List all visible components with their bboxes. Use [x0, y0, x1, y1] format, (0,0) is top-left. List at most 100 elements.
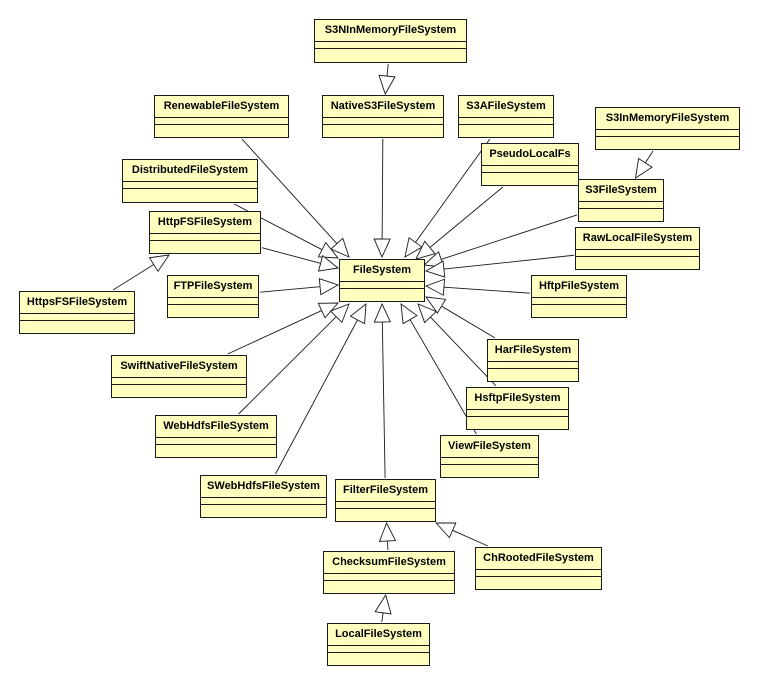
edge-line — [440, 214, 578, 260]
operations-compartment — [323, 125, 443, 131]
operations-compartment — [579, 209, 663, 215]
operations-compartment — [532, 305, 626, 311]
generalization-view-file-system-to-file-system — [400, 303, 477, 435]
attributes-compartment — [112, 378, 246, 385]
operations-compartment — [482, 173, 578, 179]
class-s3-file-system[interactable]: S3FileSystem — [578, 179, 664, 222]
operations-compartment — [201, 505, 326, 511]
class-name: S3FileSystem — [579, 180, 663, 202]
class-name: PseudoLocalFs — [482, 144, 578, 166]
attributes-compartment — [467, 410, 568, 417]
attributes-compartment — [315, 42, 466, 49]
generalization-ftp-file-system-to-file-system — [259, 278, 340, 296]
class-name: WebHdfsFileSystem — [156, 416, 276, 438]
edge-line — [443, 286, 531, 294]
attributes-compartment — [459, 118, 553, 125]
attributes-compartment — [488, 362, 578, 369]
class-name: HttpsFSFileSystem — [20, 292, 134, 314]
class-name: RenewableFileSystem — [155, 96, 288, 118]
class-ftp-file-system[interactable]: FTPFileSystem — [167, 275, 259, 318]
generalization-hftp-file-system-to-file-system — [424, 278, 531, 296]
edge-line — [381, 321, 386, 479]
class-s3-n-in-memory-file-system[interactable]: S3NInMemoryFileSystem — [314, 19, 467, 63]
class-swift-native-file-system[interactable]: SwiftNativeFileSystem — [111, 355, 247, 398]
operations-compartment — [488, 369, 578, 375]
generalization-checksum-file-system-to-filter-file-system — [378, 521, 397, 551]
class-s3-in-memory-file-system[interactable]: S3InMemoryFileSystem — [595, 107, 740, 150]
edge-line — [381, 138, 384, 240]
inheritance-arrowhead-icon — [378, 74, 396, 96]
class-distributed-file-system[interactable]: DistributedFileSystem — [122, 159, 258, 203]
generalization-s3-a-file-system-to-file-system — [404, 138, 491, 258]
class-har-file-system[interactable]: HarFileSystem — [487, 339, 579, 382]
class-s-web-hdfs-file-system[interactable]: SWebHdfsFileSystem — [200, 475, 327, 518]
attributes-compartment — [156, 438, 276, 445]
operations-compartment — [328, 653, 429, 659]
attributes-compartment — [150, 234, 260, 241]
class-name: FileSystem — [340, 260, 424, 282]
class-name: FilterFileSystem — [336, 480, 435, 502]
edge-line — [227, 310, 322, 355]
operations-compartment — [315, 49, 466, 55]
attributes-compartment — [532, 298, 626, 305]
inheritance-arrowhead-icon — [417, 303, 438, 324]
generalization-native-s3-file-system-to-file-system — [373, 138, 391, 259]
operations-compartment — [168, 305, 258, 311]
class-name: S3NInMemoryFileSystem — [315, 20, 466, 42]
class-name: HftpFileSystem — [532, 276, 626, 298]
class-name: ViewFileSystem — [441, 436, 538, 458]
operations-compartment — [156, 445, 276, 451]
edge-line — [381, 612, 384, 623]
class-http-fs-file-system[interactable]: HttpFSFileSystem — [149, 211, 261, 254]
generalization-pseudo-local-fs-to-file-system — [415, 186, 504, 260]
inheritance-arrowhead-icon — [329, 303, 350, 324]
class-hftp-file-system[interactable]: HftpFileSystem — [531, 275, 627, 318]
attributes-compartment — [324, 574, 454, 581]
class-native-s3-file-system[interactable]: NativeS3FileSystem — [322, 95, 444, 138]
class-checksum-file-system[interactable]: ChecksumFileSystem — [323, 551, 455, 594]
class-name: LocalFileSystem — [328, 624, 429, 646]
inheritance-arrowhead-icon — [424, 278, 446, 296]
generalization-hsftp-file-system-to-file-system — [417, 303, 497, 387]
attributes-compartment — [576, 250, 699, 257]
operations-compartment — [596, 137, 739, 143]
generalization-web-hdfs-file-system-to-file-system — [238, 303, 350, 415]
inheritance-arrowhead-icon — [349, 303, 367, 325]
class-name: HttpFSFileSystem — [150, 212, 260, 234]
inheritance-arrowhead-icon — [415, 240, 436, 260]
class-pseudo-local-fs[interactable]: PseudoLocalFs — [481, 143, 579, 186]
class-https-fs-file-system[interactable]: HttpsFSFileSystem — [19, 291, 135, 334]
attributes-compartment — [328, 646, 429, 653]
attributes-compartment — [123, 182, 257, 189]
class-filter-file-system[interactable]: FilterFileSystem — [335, 479, 436, 522]
class-name: S3InMemoryFileSystem — [596, 108, 739, 130]
edge-line — [238, 316, 337, 415]
class-s3-a-file-system[interactable]: S3AFileSystem — [458, 95, 554, 138]
inheritance-arrowhead-icon — [400, 303, 418, 325]
class-name: S3AFileSystem — [459, 96, 553, 118]
class-web-hdfs-file-system[interactable]: WebHdfsFileSystem — [155, 415, 277, 458]
edge-line — [259, 286, 321, 293]
inheritance-arrowhead-icon — [424, 260, 446, 278]
attributes-compartment — [336, 502, 435, 509]
edge-line — [443, 254, 575, 270]
class-name: HsftpFileSystem — [467, 388, 568, 410]
class-name: DistributedFileSystem — [123, 160, 257, 182]
operations-compartment — [324, 581, 454, 587]
inheritance-arrowhead-icon — [330, 237, 350, 258]
class-hsftp-file-system[interactable]: HsftpFileSystem — [466, 387, 569, 430]
class-local-file-system[interactable]: LocalFileSystem — [327, 623, 430, 666]
attributes-compartment — [441, 458, 538, 465]
attributes-compartment — [20, 314, 134, 321]
edge-line — [430, 316, 497, 387]
class-raw-local-file-system[interactable]: RawLocalFileSystem — [575, 227, 700, 270]
class-renewable-file-system[interactable]: RenewableFileSystem — [154, 95, 289, 138]
edge-line — [409, 319, 477, 435]
edge-line — [275, 319, 358, 475]
operations-compartment — [340, 289, 424, 295]
class-file-system[interactable]: FileSystem — [339, 259, 425, 302]
generalization-https-fs-file-system-to-http-fs-file-system — [112, 254, 170, 291]
class-ch-rooted-file-system[interactable]: ChRootedFileSystem — [475, 547, 602, 590]
class-view-file-system[interactable]: ViewFileSystem — [440, 435, 539, 478]
